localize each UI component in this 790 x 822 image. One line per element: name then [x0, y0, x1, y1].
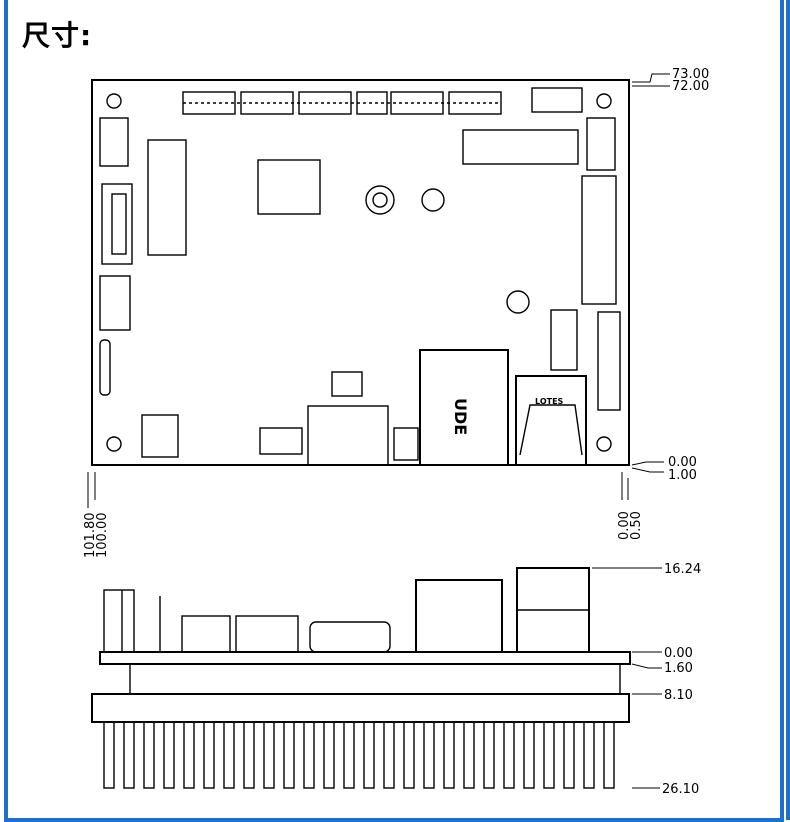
- usb-label: LOTES: [535, 397, 564, 406]
- heatsink-fin: [483, 721, 495, 789]
- heatsink-fin: [403, 721, 415, 789]
- heatsink-fin: [323, 721, 335, 789]
- board-outline: [91, 79, 630, 466]
- side-dimension-lines: [592, 567, 662, 789]
- heatsink-fin: [503, 721, 515, 789]
- side-power: [103, 589, 135, 653]
- fpc-connector: [462, 129, 579, 165]
- heatsink-fin: [543, 721, 555, 789]
- screw: [421, 188, 445, 212]
- mount-hole: [596, 93, 612, 109]
- m2-slot: [147, 139, 187, 256]
- usb-top: [515, 375, 587, 466]
- heatsink-fin: [183, 721, 195, 789]
- side-view: [91, 567, 662, 789]
- heatsink-fin: [563, 721, 575, 789]
- sata-connector: [101, 183, 133, 265]
- small-header: [550, 309, 578, 371]
- hdmi-port: [307, 405, 389, 466]
- content-frame: [4, 0, 784, 822]
- dim-73: 73.00: [672, 67, 709, 82]
- top-view: [87, 73, 670, 508]
- heatsink-fin: [363, 721, 375, 789]
- dim-72: 72.00: [672, 79, 709, 94]
- fan-header: [99, 275, 131, 331]
- dim-0-00: 0.00: [617, 511, 632, 540]
- dim-100: 100.00: [95, 513, 110, 559]
- top-dimension-lines: [87, 73, 670, 508]
- dim-0: 0.00: [668, 455, 697, 470]
- heatsink-fin: [523, 721, 535, 789]
- dim-1-60: 1.60: [664, 661, 693, 676]
- power-jack: [141, 414, 179, 458]
- dim-101-80: 101.80: [83, 513, 98, 559]
- battery-pins: [99, 339, 111, 396]
- dim-side-0: 0.00: [664, 646, 693, 661]
- side-components: [129, 663, 621, 695]
- mount-hole: [106, 93, 122, 109]
- buzzer: [331, 371, 363, 397]
- rj45-label: UDE: [451, 398, 470, 435]
- side-pins: [235, 615, 299, 653]
- rj45-top: [419, 349, 509, 466]
- page-title: 尺寸:: [22, 19, 93, 52]
- heatsink-fin: [283, 721, 295, 789]
- heatsink-fin: [583, 721, 595, 789]
- dim-1: 1.00: [668, 468, 697, 483]
- mount-hole: [106, 436, 122, 452]
- dim-8-10: 8.10: [664, 688, 693, 703]
- heatsink-fin: [443, 721, 455, 789]
- heatsink-fins: [103, 721, 615, 789]
- sim-slot: [257, 159, 321, 215]
- heatsink-fin: [163, 721, 175, 789]
- rj45-side: [415, 579, 503, 653]
- heatsink-fin: [383, 721, 395, 789]
- bottom-header: [259, 427, 303, 455]
- bottom-pins: [393, 427, 419, 461]
- heatsink-fin: [103, 721, 115, 789]
- heatsink-fin: [603, 721, 615, 789]
- heatsink-fin: [143, 721, 155, 789]
- heatsink-fin: [243, 721, 255, 789]
- hdmi-side: [309, 621, 391, 653]
- heatsink-fin: [463, 721, 475, 789]
- lvds-connector: [581, 175, 617, 305]
- dim-0-50: 0.50: [629, 511, 644, 540]
- side-pcb: [99, 651, 631, 665]
- standoff: [365, 185, 395, 215]
- right-header: [586, 117, 616, 171]
- dim-16-24: 16.24: [664, 562, 701, 577]
- heatsink-fin: [263, 721, 275, 789]
- left-header: [99, 117, 129, 167]
- screw: [506, 290, 530, 314]
- heatsink-fin: [423, 721, 435, 789]
- side-pins: [181, 615, 231, 653]
- heatsink-fin: [343, 721, 355, 789]
- heatsink-fin: [223, 721, 235, 789]
- heatsink-fin: [123, 721, 135, 789]
- vertical-connector: [597, 311, 621, 411]
- small-connector: [531, 87, 583, 113]
- right-border: [786, 0, 790, 820]
- dim-26-10: 26.10: [662, 782, 699, 797]
- heatsink-fin: [203, 721, 215, 789]
- mount-hole: [596, 436, 612, 452]
- heatsink-fin: [303, 721, 315, 789]
- top-pin-headers: [182, 91, 502, 115]
- heatsink-base: [91, 693, 630, 723]
